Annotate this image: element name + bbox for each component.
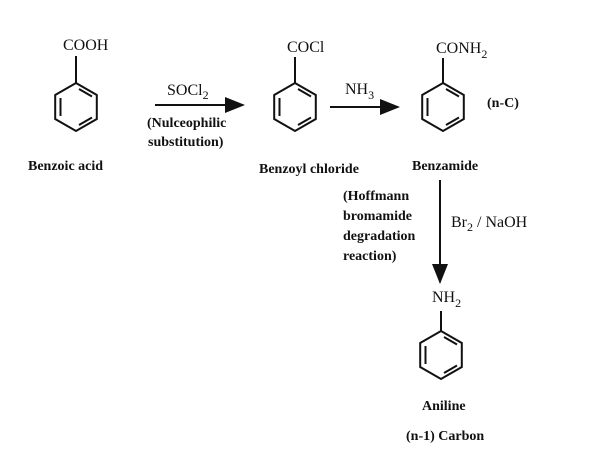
benzoic-acid-label: Benzoic acid [28, 159, 103, 174]
aniline-carbon-note: (n-1) Carbon [406, 429, 484, 444]
benzene-ring-icon [421, 82, 465, 132]
step3-note-line2: bromamide [343, 209, 412, 224]
benzene-ring-icon [54, 82, 98, 132]
aniline-label: Aniline [422, 399, 466, 414]
reagent-br2-naoh: Br2 / NaOH [451, 214, 528, 234]
step1-note-line1: (Nulceophilic [147, 116, 226, 131]
amine-group-label: NH2 [432, 289, 461, 310]
benzamide-label: Benzamide [412, 159, 478, 174]
step3-note-line1: (Hoffmann [343, 189, 409, 204]
benzene-ring-icon [419, 330, 463, 380]
benzamide-structure: CONH2 [421, 40, 487, 132]
reagent-nh3: NH3 [345, 81, 374, 102]
step1-note-line2: substitution) [148, 135, 224, 150]
benzamide-carbon-note: (n-C) [487, 96, 519, 111]
reagent-socl2: SOCl2 [167, 82, 209, 102]
benzoyl-chloride-label: Benzoyl chloride [259, 162, 359, 177]
step3-note-line4: reaction) [343, 249, 397, 264]
amide-group-label: CONH2 [436, 40, 487, 61]
benzene-ring-icon [273, 82, 317, 132]
carboxyl-group-label: COOH [63, 37, 109, 54]
benzoic-acid-structure: COOH [54, 37, 109, 132]
acyl-chloride-group-label: COCl [287, 39, 325, 56]
step3-note-line3: degradation [343, 229, 416, 244]
aniline-structure: NH2 [419, 289, 463, 380]
benzoyl-chloride-structure: COCl [273, 39, 325, 132]
